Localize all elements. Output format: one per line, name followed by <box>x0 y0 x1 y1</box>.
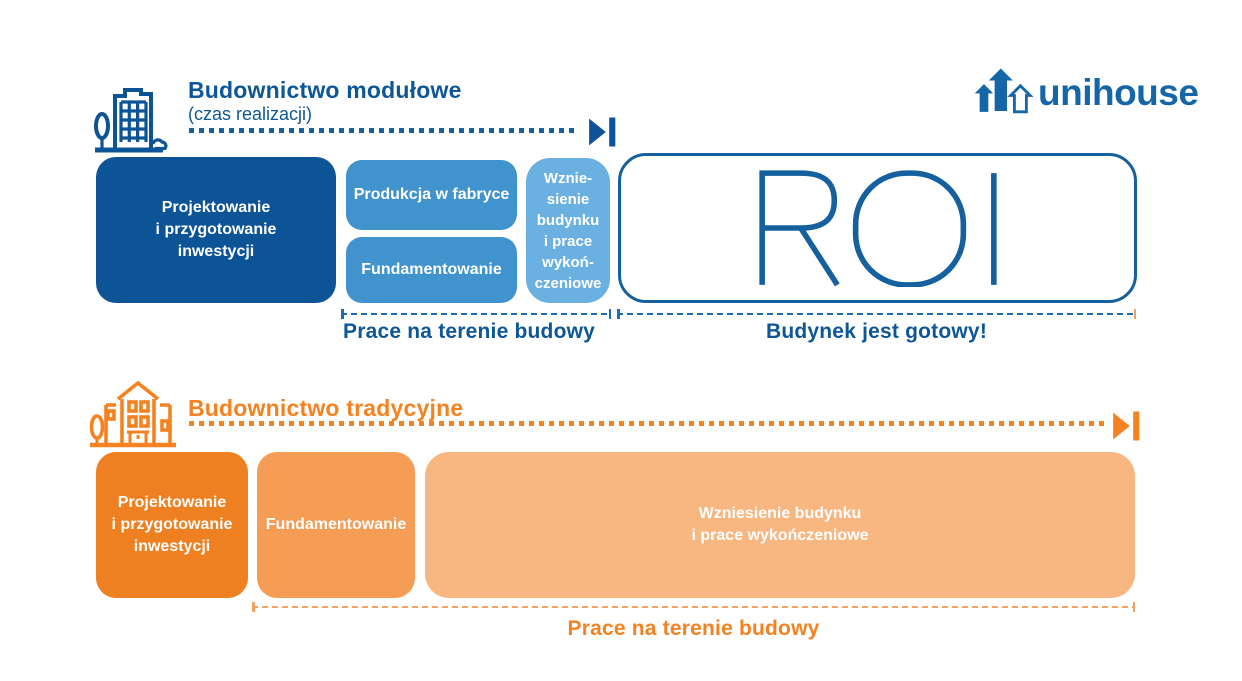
modular-building-icon <box>94 88 168 153</box>
building-ready-span <box>617 309 1136 319</box>
traditional-section-title: Budownictwo tradycyjne <box>188 395 464 421</box>
traditional-block-design: Projektowanie i przygotowanie inwestycji <box>96 452 248 598</box>
modular-block-erection: Wznie- sienie budynku i prace wykoń- cze… <box>526 158 610 303</box>
roi-box: ROI <box>618 153 1137 303</box>
unihouse-logo: unihouse <box>972 64 1199 114</box>
logo-wordmark: unihouse <box>1038 72 1199 113</box>
traditional-block-erection: Wzniesienie budynku i prace wykończeniow… <box>425 452 1135 598</box>
modular-section-subtitle: (czas realizacji) <box>188 104 313 124</box>
building-ready-label: Budynek jest gotowy! <box>765 320 988 343</box>
unihouse-logo-arrows-icon <box>974 66 1034 114</box>
roi-lettering <box>758 170 997 287</box>
traditional-building-icon <box>89 380 176 448</box>
modular-block-foundation: Fundamentowanie <box>346 237 517 303</box>
traditional-block-foundation: Fundamentowanie <box>257 452 415 598</box>
modular-block-design: Projektowanie i przygotowanie inwestycji <box>96 157 336 303</box>
modular-block-production: Produkcja w fabryce <box>346 160 517 230</box>
skip-to-end-icon <box>1113 411 1140 441</box>
traditional-timeline-dotted-line <box>189 421 1104 426</box>
modular-site-work-span <box>341 309 611 319</box>
modular-timeline-dotted-line <box>189 128 577 133</box>
skip-to-end-icon <box>589 117 616 147</box>
traditional-site-work-span <box>252 602 1135 612</box>
traditional-site-work-label: Prace na terenie budowy <box>567 617 820 640</box>
modular-site-work-label: Prace na terenie budowy <box>343 320 596 343</box>
modular-section-title: Budownictwo modułowe <box>188 77 462 103</box>
